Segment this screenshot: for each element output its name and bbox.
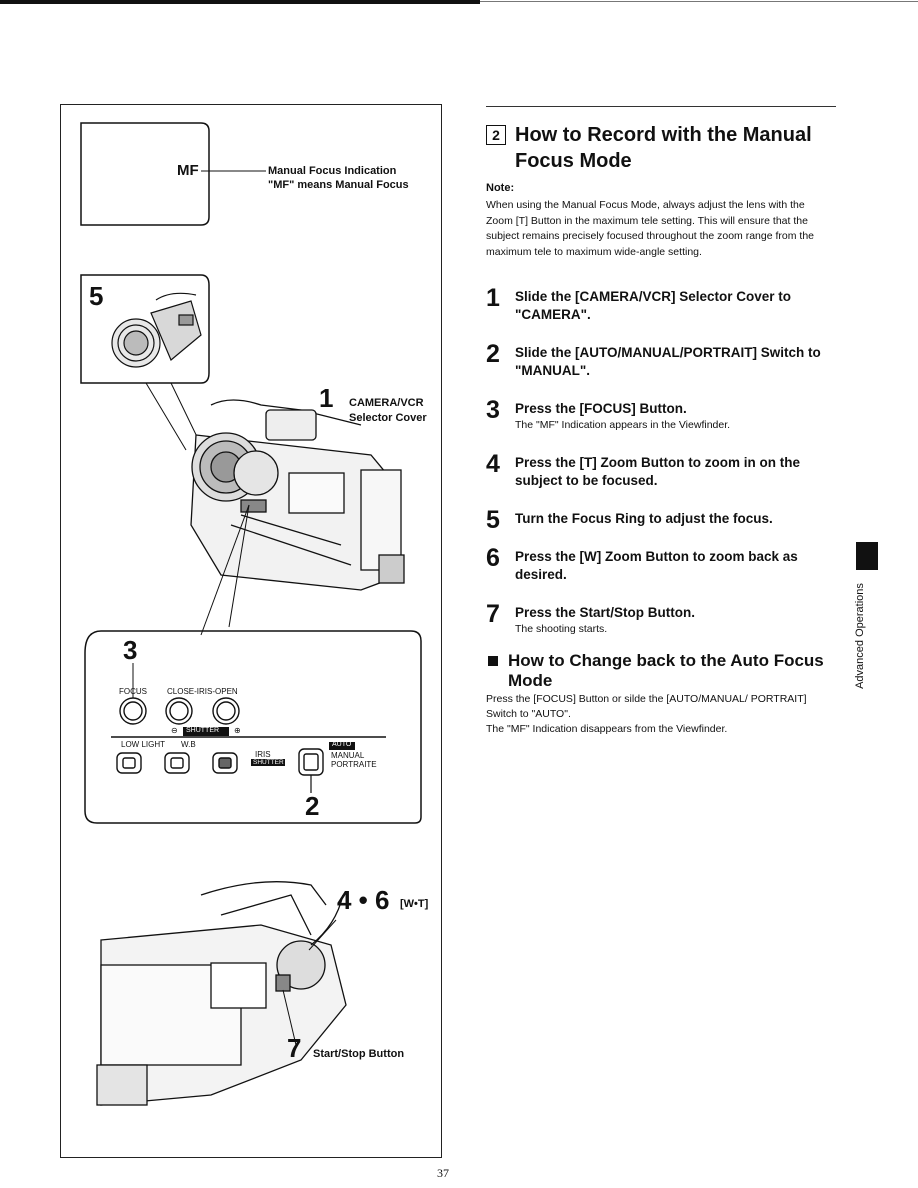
control-panel-frame (84, 630, 422, 824)
shutter-small-badge (251, 759, 285, 766)
chapter-tab-mark (856, 542, 878, 570)
inset-step-number: 5 (89, 281, 104, 311)
illustration-panel: MF Manual Focus Indication "MF" means Ma… (60, 104, 442, 1158)
step-text: Press the [T] Zoom Button to zoom in on … (515, 455, 800, 488)
zoom-step-number: 4 • 6 (337, 885, 390, 915)
focus-label: FOCUS (119, 687, 147, 696)
camcorder-illustrations (80, 122, 422, 1106)
step-number: 1 (486, 284, 500, 312)
step-number: 7 (486, 600, 500, 628)
shutter-plus: ⊕ (234, 726, 241, 735)
step-text: Press the Start/Stop Button. (515, 605, 696, 620)
camera-label-line2: Selector Cover (349, 412, 427, 424)
camera-step-number: 1 (319, 383, 334, 413)
pointer-line-7 (282, 989, 297, 1046)
camcorder-rear-view (96, 881, 347, 1106)
auto-badge (329, 742, 355, 750)
note-label: Note: (486, 182, 515, 194)
subsection-body-line2: The "MF" Indication disappears from the … (486, 723, 728, 735)
step-text: Slide the [CAMERA/VCR] Selector Cover to… (515, 289, 792, 322)
step-text: Slide the [AUTO/MANUAL/PORTRAIT] Switch … (515, 345, 821, 378)
step-subtext: The shooting starts. (515, 623, 608, 635)
step-number: 3 (486, 396, 500, 424)
shutter-bar (183, 727, 229, 736)
section-title: How to Record with the Manual Focus Mode (515, 124, 812, 172)
pointer-line-3 (200, 504, 250, 636)
iris-label: IRIS (255, 750, 271, 759)
shutter-minus: ⊖ (171, 726, 178, 735)
step-text: Press the [W] Zoom Button to zoom back a… (515, 549, 798, 582)
zoom-label: [W•T] (400, 898, 429, 910)
top-rule-thin (480, 1, 918, 2)
step-number: 2 (486, 340, 500, 368)
step-number: 4 (486, 450, 500, 478)
pointer-line-zoom (308, 919, 337, 951)
mf-caption-line1: Manual Focus Indication (268, 165, 397, 177)
controls-step-bottom: 2 (305, 791, 320, 821)
camcorder-side-view (190, 399, 405, 591)
step-text: Turn the Focus Ring to adjust the focus. (515, 511, 773, 526)
subsection-body-line1: Press the [FOCUS] Button or silde the [A… (486, 693, 807, 720)
shutter-label: SHUTTER (186, 727, 220, 734)
subsection-body: Press the [FOCUS] Button or silde the [A… (486, 692, 826, 737)
step-subtext: The "MF" Indication appears in the Viewf… (515, 419, 731, 431)
section-number-box: 2 (486, 125, 506, 145)
camera-label-line1: CAMERA/VCR (349, 397, 424, 409)
section-rule (486, 106, 836, 107)
subsection-title: How to Change back to the Auto Focus Mod… (508, 651, 824, 690)
note-text: When using the Manual Focus Mode, always… (486, 199, 815, 258)
bullet-square (488, 656, 498, 666)
mode-auto-label: AUTO (332, 741, 352, 748)
close-iris-open-label: CLOSE-IRIS-OPEN (167, 687, 238, 696)
mode-manual-label: MANUAL (331, 751, 365, 760)
mf-caption-line2: "MF" means Manual Focus (268, 179, 409, 191)
step-number: 6 (486, 544, 500, 572)
viewfinder-frame (80, 122, 210, 226)
step-number: 5 (486, 506, 500, 534)
wb-label: W.B (181, 740, 196, 749)
controls-step-top: 3 (123, 635, 138, 665)
chapter-tab: Advanced Operations (852, 578, 870, 698)
focus-ring-closeup (111, 292, 202, 368)
page-number: 37 (437, 1166, 449, 1180)
top-rule (0, 0, 480, 4)
mode-portrait-label: PORTRAITE (331, 760, 377, 769)
start-stop-label: Start/Stop Button (313, 1048, 405, 1060)
low-light-label: LOW LIGHT (121, 740, 166, 749)
inset-frame (80, 274, 210, 384)
step-text: Press the [FOCUS] Button. (515, 401, 687, 416)
chapter-tab-label: Advanced Operations (854, 583, 866, 689)
mf-indicator: MF (177, 162, 199, 179)
control-buttons (111, 663, 386, 793)
shutter-small-label: SHUTTER (253, 759, 284, 766)
start-step-number: 7 (287, 1033, 302, 1063)
